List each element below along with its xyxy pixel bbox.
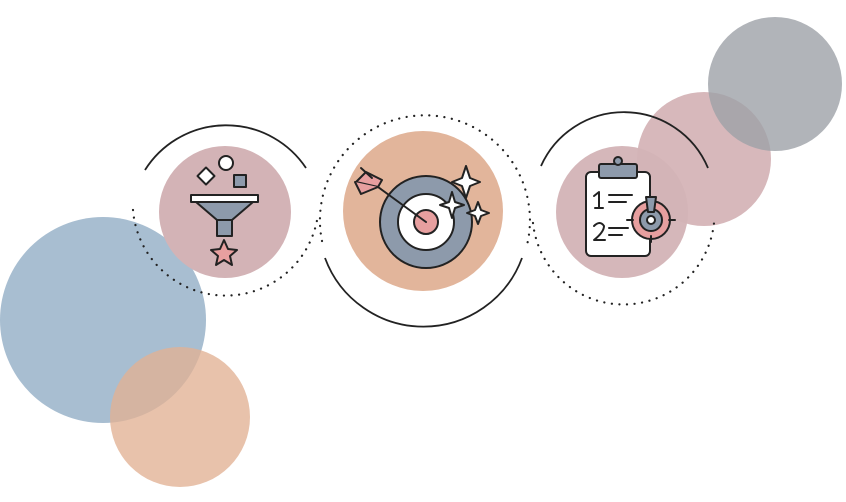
node-center [318,114,532,328]
target-icon [354,165,490,269]
bg-circle-peach [110,347,250,487]
funnel-icon [190,155,259,266]
clipboard-target-icon [585,156,676,257]
node-left-dotted-ring [131,208,320,297]
node-center-dotted-ring [318,114,532,247]
node-left-arc [144,124,307,171]
node-center-arc [324,257,523,328]
node-right-dotted-ring [531,221,716,306]
node-left [131,124,320,297]
node-right [531,111,716,306]
node-right-arc [540,111,709,169]
bg-circle-gray [708,17,842,151]
